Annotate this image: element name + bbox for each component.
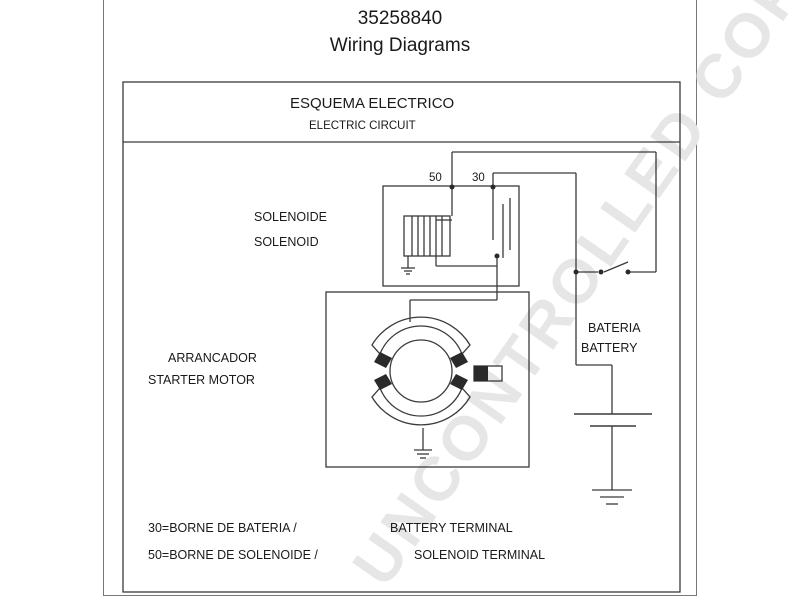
brush-lower-left <box>374 374 392 390</box>
battery-label-en: BATTERY <box>581 341 638 355</box>
solenoid-ground-icon <box>401 267 415 275</box>
legend-30-es: 30=BORNE DE BATERIA / <box>148 521 297 535</box>
solenoid-label-es: SOLENOIDE <box>254 210 327 224</box>
starter-label-es: ARRANCADOR <box>168 351 257 365</box>
battery-icon <box>574 413 652 427</box>
page-frame <box>103 0 697 596</box>
terminal-30-label: 30 <box>472 172 485 184</box>
starter-label-en: STARTER MOTOR <box>148 373 255 387</box>
part-number: 35258840 <box>357 8 443 29</box>
panel-title-en: ELECTRIC CIRCUIT <box>309 120 416 132</box>
starter-motor-box <box>325 291 530 468</box>
field-upper <box>371 316 471 356</box>
watermark-text: UNCONTROLLED COPY <box>340 0 800 598</box>
battery-ground-icon <box>592 489 632 505</box>
legend-50-es: 50=BORNE DE SOLENOIDE / <box>148 548 318 562</box>
solenoid-label-en: SOLENOID <box>254 235 319 249</box>
brush-upper-right <box>450 352 468 368</box>
ignition-switch-icon <box>603 261 629 273</box>
motor-ground-icon <box>414 449 432 459</box>
legend-50-en: SOLENOID TERMINAL <box>414 548 546 562</box>
solenoid-coil <box>403 215 451 257</box>
battery-label-es: BATERIA <box>588 321 641 335</box>
legend-30-en: BATTERY TERMINAL <box>390 521 513 535</box>
starter-switch-fill <box>474 366 488 381</box>
circuit-panel <box>122 81 681 593</box>
page-title: Wiring Diagrams <box>329 35 471 56</box>
brush-lower-right <box>450 374 468 390</box>
terminal-50-label: 50 <box>429 172 442 184</box>
armature <box>389 339 453 403</box>
brush-upper-left <box>374 352 392 368</box>
panel-title-es: ESQUEMA ELECTRICO <box>290 95 455 112</box>
